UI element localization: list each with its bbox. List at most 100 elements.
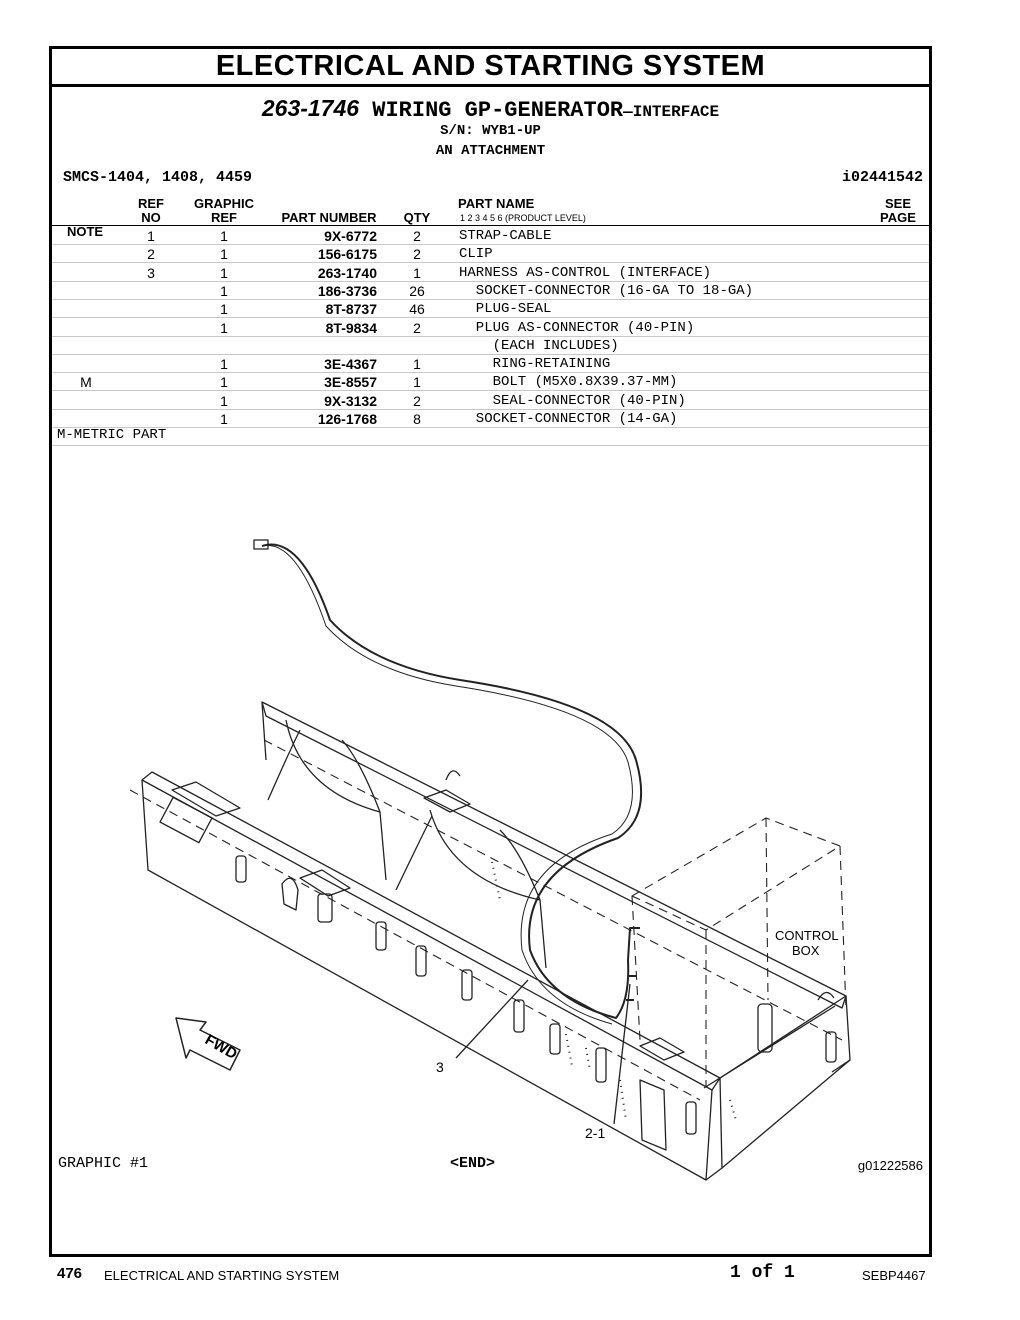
cell-graphic: 1: [220, 392, 228, 409]
cell-qty: 1: [413, 356, 421, 373]
fwd-arrow: [175, 1017, 241, 1071]
header-part-name: PART NAME: [458, 196, 535, 211]
cell-name: HARNESS AS-CONTROL (INTERFACE): [459, 264, 712, 281]
title-box: ELECTRICAL AND STARTING SYSTEM: [52, 49, 929, 87]
cell-qty: 1: [413, 374, 421, 391]
table-row: 1 3E-4367 1 RING-RETAINING: [52, 355, 929, 374]
cell-part-number: 8T-8737: [325, 301, 377, 318]
harness-wire: [261, 543, 643, 1019]
front-rail-side: [141, 779, 713, 1181]
part-title: 263-1746 WIRING GP-GENERATOR—INTERFACE: [52, 95, 929, 123]
cell-name: RING-RETAINING: [459, 356, 611, 373]
cell-part-number: 3E-4367: [324, 356, 377, 373]
cell-name: SOCKET-CONNECTOR (16-GA TO 18-GA): [459, 282, 754, 299]
table-row: 1 126-1768 8 SOCKET-CONNECTOR (14-GA): [52, 410, 929, 428]
cell-part-number: 9X-3132: [324, 392, 377, 409]
attachment-label: AN ATTACHMENT: [435, 143, 546, 159]
table-row: (EACH INCLUDES): [52, 337, 929, 355]
cell-name: (EACH INCLUDES): [459, 337, 619, 354]
cell-name: BOLT (M5X0.8X39.37-MM): [459, 374, 678, 391]
cell-graphic: 1: [220, 264, 228, 281]
cell-ref: 1: [147, 228, 155, 244]
section-title: ELECTRICAL AND STARTING SYSTEM: [215, 50, 766, 82]
cell-graphic: 1: [220, 246, 228, 263]
saddle-1: [285, 719, 381, 813]
group-part-suffix: —INTERFACE: [623, 103, 720, 121]
cell-name: CLIP: [459, 246, 493, 263]
leader-3: [455, 979, 529, 1059]
cell-graphic: 1: [220, 301, 228, 318]
cell-name: PLUG-SEAL: [459, 301, 552, 318]
footer-page-number: 476: [57, 1265, 83, 1282]
cell-part-number: 126-1768: [317, 411, 377, 427]
cell-part-number: 9X-6772: [324, 228, 377, 244]
header-rule: [52, 225, 929, 226]
cell-graphic: 1: [220, 411, 228, 427]
cell-graphic: 1: [220, 282, 228, 299]
cell-name: SOCKET-CONNECTOR (14-GA): [459, 411, 678, 427]
leader-2-1: [613, 983, 631, 1125]
cell-graphic: 1: [220, 228, 228, 244]
graphic-label: GRAPHIC #1: [58, 1155, 149, 1172]
cell-note: M: [80, 374, 92, 391]
document-ident: i02441542: [841, 169, 923, 186]
serial-number: S/N: WYB1-UP: [440, 123, 541, 139]
saddle-2: [429, 809, 541, 901]
cell-qty: 8: [413, 411, 421, 427]
table-row: M 1 3E-8557 1 BOLT (M5X0.8X39.37-MM): [52, 373, 929, 392]
table-row: 1 1 9X-6772 2 STRAP-CABLE: [52, 227, 929, 245]
page-frame: ELECTRICAL AND STARTING SYSTEM 263-1746 …: [49, 46, 932, 1257]
cell-graphic: 1: [220, 374, 228, 391]
header-part-number: PART NUMBER: [281, 210, 377, 225]
footer-document: SEBP4467: [862, 1268, 926, 1283]
front-rail-end: [705, 1077, 723, 1181]
table-row: 1 8T-8737 46 PLUG-SEAL: [52, 300, 929, 319]
cell-part-number: 156-6175: [317, 246, 377, 263]
cell-name: STRAP-CABLE: [459, 228, 552, 244]
cell-qty: 2: [413, 319, 421, 336]
cell-qty: 46: [409, 301, 425, 318]
rear-rail-end: [261, 701, 267, 761]
rear-rail-top: [261, 701, 847, 1009]
metric-rule: [52, 445, 929, 446]
harness-connector: [253, 539, 269, 550]
footer-page-of: 1 of 1: [730, 1263, 795, 1283]
callout-2-1: 2-1: [585, 1125, 605, 1141]
cell-part-number: 263-1740: [317, 264, 377, 281]
table-row: 1 8T-9834 2 PLUG AS-CONNECTOR (40-PIN): [52, 319, 929, 337]
cell-ref: 3: [147, 264, 155, 281]
footer-section: ELECTRICAL AND STARTING SYSTEM: [104, 1268, 340, 1283]
header-product-levels: 1 2 3 4 5 6 (PRODUCT LEVEL): [460, 213, 586, 223]
cell-graphic: 1: [220, 319, 228, 336]
cell-graphic: 1: [220, 356, 228, 373]
cell-qty: 2: [413, 228, 421, 244]
cell-qty: 1: [413, 264, 421, 281]
cell-name: PLUG AS-CONNECTOR (40-PIN): [459, 319, 695, 336]
cell-qty: 2: [413, 246, 421, 263]
control-box-label-1: CONTROL: [775, 928, 839, 943]
group-part-number: 263-1746: [261, 95, 360, 121]
header-qty: QTY: [403, 210, 431, 225]
group-part-name: WIRING GP-GENERATOR: [372, 98, 624, 123]
table-row: 2 1 156-6175 2 CLIP: [52, 245, 929, 264]
cell-part-number: 8T-9834: [325, 319, 377, 336]
cell-name: SEAL-CONNECTOR (40-PIN): [459, 392, 686, 409]
end-marker: <END>: [450, 1155, 496, 1172]
control-box-outline: [129, 739, 847, 1101]
graphic-code: g01222586: [857, 1158, 923, 1173]
cell-qty: 26: [409, 282, 425, 299]
cell-part-number: 186-3736: [317, 282, 377, 299]
cell-ref: 2: [147, 246, 155, 263]
smcs-codes: SMCS-1404, 1408, 4459: [63, 169, 253, 186]
table-row: 1 9X-3132 2 SEAL-CONNECTOR (40-PIN): [52, 392, 929, 410]
callout-3: 3: [436, 1059, 444, 1075]
cell-qty: 2: [413, 392, 421, 409]
control-box-label-2: BOX: [792, 943, 820, 958]
cell-part-number: 3E-8557: [324, 374, 377, 391]
metric-note: M-METRIC PART: [57, 427, 167, 443]
header-note: NOTE: [66, 224, 104, 239]
